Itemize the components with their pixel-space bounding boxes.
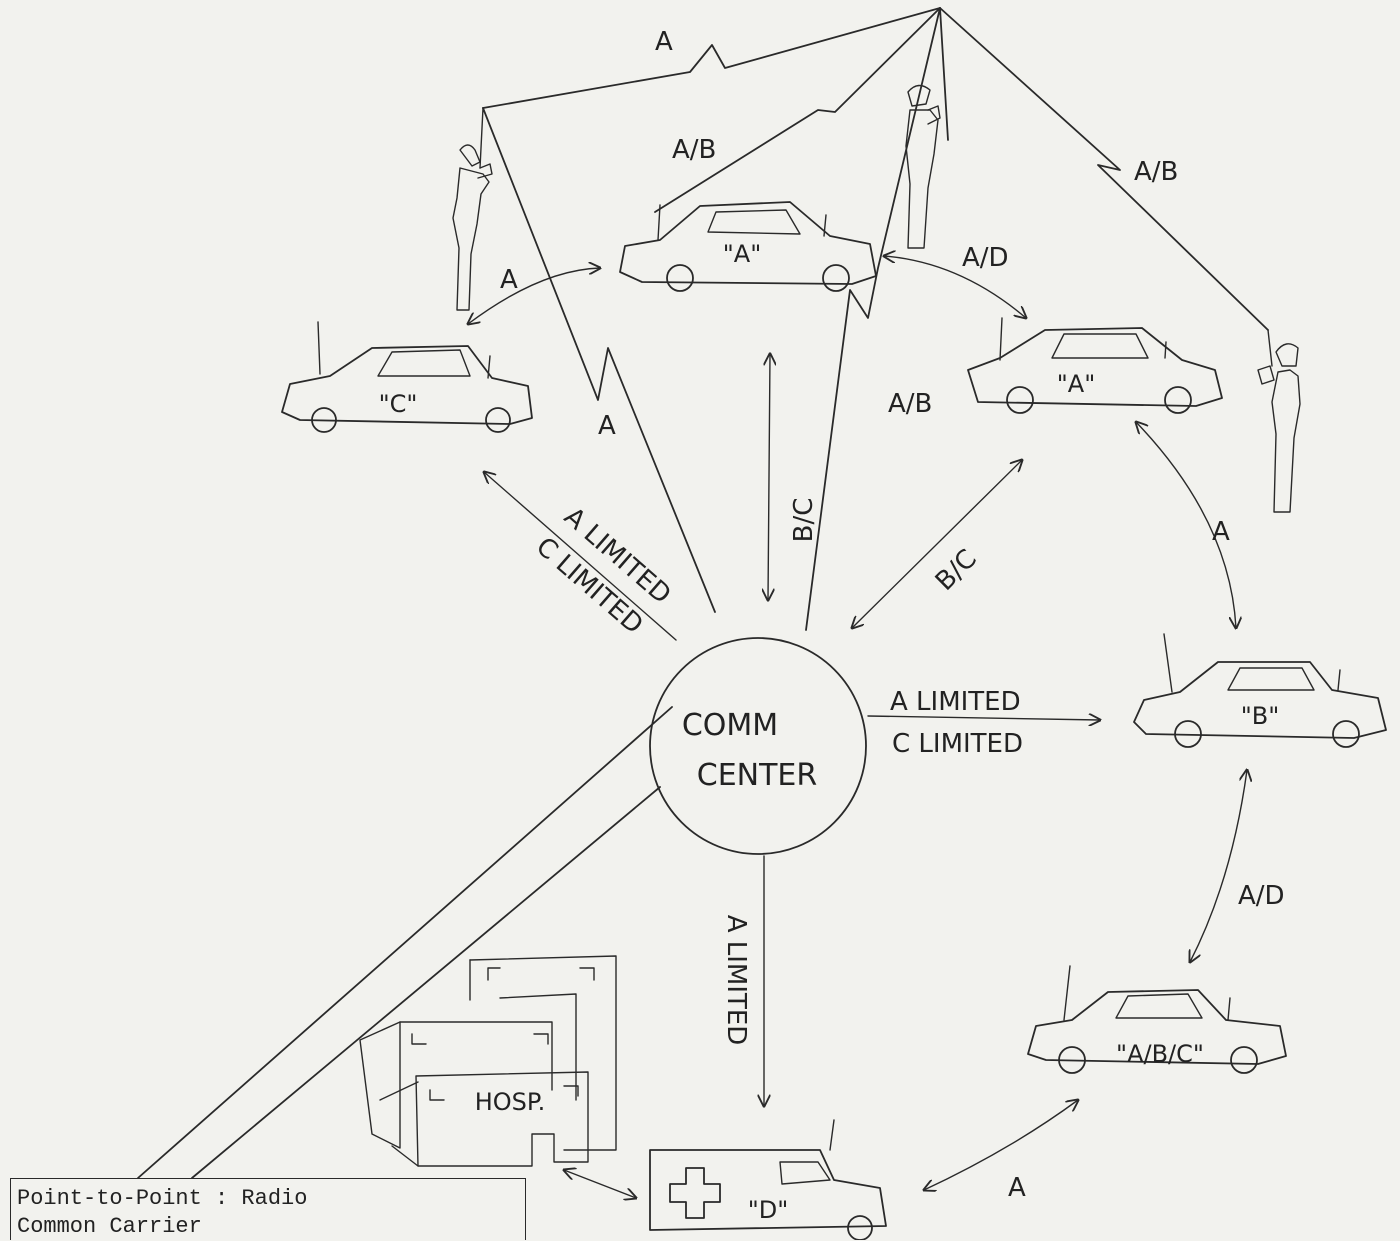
legend-line-2: Common Carrier bbox=[17, 1213, 525, 1241]
label-officer-to-car-a: A bbox=[500, 265, 518, 295]
label-center-to-car-b-line1: A LIMITED bbox=[890, 687, 1021, 717]
arrow-hospital-to-ambulance bbox=[564, 1170, 636, 1198]
officer-right bbox=[1258, 330, 1300, 512]
arrow-center-to-car-a-right bbox=[852, 460, 1022, 628]
label-ambulance-to-car-abc: A bbox=[1008, 1173, 1026, 1203]
car-c: "C" bbox=[282, 322, 532, 432]
label-officer-to-car-b: A bbox=[1212, 517, 1230, 547]
label-top-right: A/B bbox=[1134, 157, 1178, 187]
label-center-to-car-a-right: B/C bbox=[930, 544, 983, 597]
hospital: HOSP. bbox=[360, 956, 616, 1166]
officer-left bbox=[453, 108, 492, 310]
label-center-to-ambulance: A LIMITED bbox=[721, 915, 751, 1046]
label-center-to-car-b-line2: C LIMITED bbox=[892, 729, 1023, 759]
comm-center-line1: COMM bbox=[682, 708, 778, 743]
legend-box: Point-to-Point : Radio Common Carrier bbox=[10, 1178, 526, 1240]
label-center-to-car-a-vertical: B/C bbox=[789, 498, 819, 543]
comm-center-circle bbox=[650, 638, 866, 854]
comm-center-line2: CENTER bbox=[697, 758, 817, 793]
label-car-a-to-car-a: A/D bbox=[962, 243, 1009, 273]
officer-mid bbox=[906, 85, 940, 248]
car-abc-label: "A/B/C" bbox=[1116, 1040, 1204, 1068]
arrow-car-b-to-car-abc bbox=[1190, 770, 1247, 962]
zigzag-link-top-mid bbox=[655, 8, 940, 212]
label-center-left-zigzag: A bbox=[598, 411, 616, 441]
label-top-left: A bbox=[655, 27, 673, 57]
antenna-line-mid-officer bbox=[940, 8, 948, 140]
ambulance-label: "D" bbox=[748, 1196, 789, 1224]
point-to-point-line-upper bbox=[138, 707, 672, 1178]
label-top-mid: A/B bbox=[672, 135, 716, 165]
hospital-label: HOSP. bbox=[475, 1088, 546, 1116]
point-to-point-line-lower bbox=[192, 787, 660, 1178]
ambulance-d: "D" bbox=[650, 1120, 886, 1240]
car-c-label: "C" bbox=[379, 390, 418, 418]
car-b: "B" bbox=[1134, 634, 1386, 747]
comm-center: COMM CENTER bbox=[650, 638, 866, 854]
arrow-ambulance-to-car-abc bbox=[924, 1100, 1078, 1190]
legend-line-1: Point-to-Point : Radio bbox=[17, 1185, 525, 1213]
car-a-right: "A" bbox=[968, 318, 1222, 413]
car-abc: "A/B/C" bbox=[1028, 966, 1286, 1073]
arrow-officer-to-car-a bbox=[468, 268, 600, 324]
arrow-center-to-car-c bbox=[484, 472, 676, 640]
zigzag-link-top-left bbox=[483, 8, 940, 108]
arrow-center-to-car-a-vertical bbox=[768, 354, 770, 600]
link-labels: A A/B A/B A A/D A A/B B/C B/C A LIMITED … bbox=[500, 27, 1285, 1203]
car-a-top: "A" bbox=[620, 202, 876, 291]
car-b-label: "B" bbox=[1241, 702, 1280, 730]
car-a-right-label: "A" bbox=[1057, 370, 1096, 398]
car-a-top-label: "A" bbox=[723, 240, 762, 268]
zigzag-link-center-right bbox=[806, 8, 940, 630]
label-car-b-to-car-abc: A/D bbox=[1238, 881, 1285, 911]
zigzag-link-top-right bbox=[940, 8, 1268, 330]
label-center-right-zigzag: A/B bbox=[888, 389, 932, 419]
